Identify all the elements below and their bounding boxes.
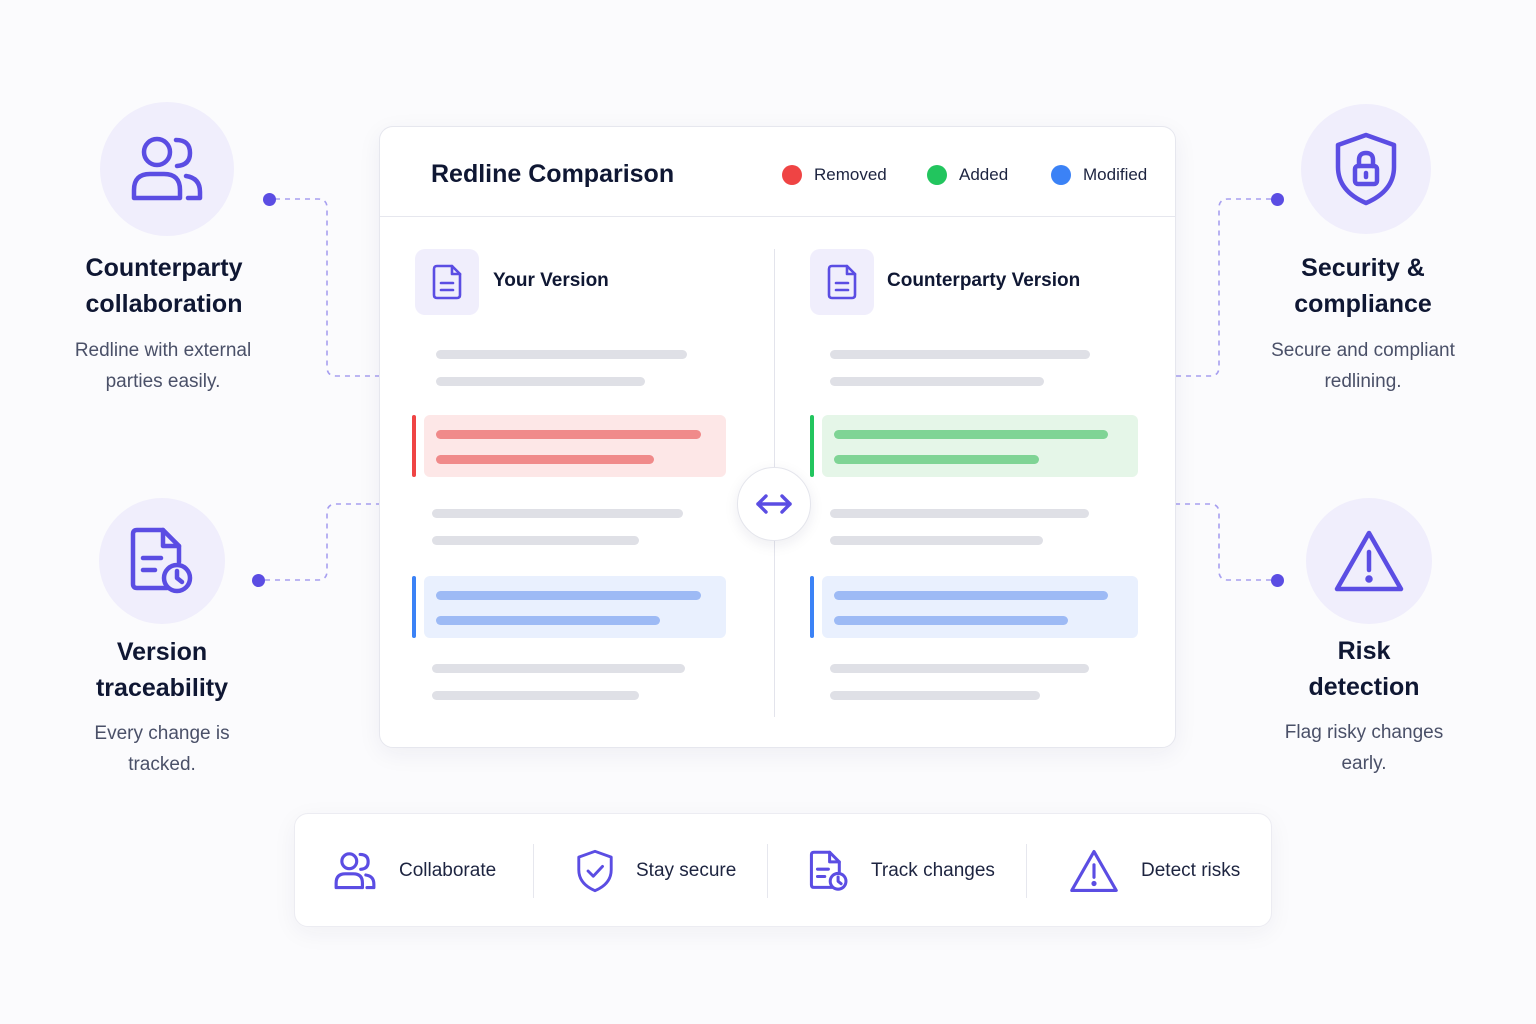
legend-modified: Modified <box>1051 165 1147 185</box>
summary-track-label: Track changes <box>871 860 995 881</box>
summary-secure: Stay secure <box>576 814 736 928</box>
removed-line <box>436 455 654 464</box>
connector-traceability <box>265 503 379 581</box>
text-line-placeholder <box>830 350 1090 359</box>
connector-dot <box>1271 193 1284 206</box>
connector-dot <box>1271 574 1284 587</box>
connector-risk <box>1176 503 1271 581</box>
feature-title-collaboration: Counterparty collaboration <box>85 254 243 318</box>
removed-block <box>424 415 726 477</box>
warning-icon <box>1070 849 1118 893</box>
added-line <box>834 455 1039 464</box>
feature-title-traceability: Version traceability <box>95 638 228 702</box>
document-icon <box>432 264 462 300</box>
feature-desc-traceability: Every change is tracked. <box>94 723 230 775</box>
compare-swap-button[interactable] <box>737 467 811 541</box>
users-icon <box>131 136 203 201</box>
summary-risks-label: Detect risks <box>1141 860 1241 881</box>
legend-added: Added <box>927 165 1008 185</box>
counterparty-version-title: Counterparty Version <box>887 270 1081 291</box>
text-line-placeholder <box>830 536 1043 545</box>
added-block <box>822 415 1138 477</box>
removed-marker <box>412 415 416 477</box>
traceability-icon-circle <box>99 498 225 624</box>
your-version-doc-tile <box>415 249 479 315</box>
document-icon <box>827 264 857 300</box>
summary-track: Track changes <box>809 814 995 928</box>
document-clock-icon <box>809 850 848 891</box>
summary-risks: Detect risks <box>1069 814 1240 928</box>
warning-icon <box>1334 530 1404 592</box>
modified-line <box>436 591 701 600</box>
feature-desc-security: Secure and compliant redlining. <box>1271 340 1455 392</box>
text-line-placeholder <box>436 350 687 359</box>
shield-lock-icon <box>1335 132 1397 206</box>
redline-comparison-card: Redline Comparison Removed Added Modifie… <box>379 126 1176 748</box>
modified-dot-icon <box>1051 165 1071 185</box>
feature-title-risk: Risk detection <box>1308 637 1420 701</box>
modified-marker <box>810 576 814 638</box>
users-icon <box>334 852 376 890</box>
added-marker <box>810 415 814 477</box>
summary-collaborate: Collaborate <box>333 814 496 928</box>
text-line-placeholder <box>830 664 1089 673</box>
card-title: Redline Comparison <box>431 160 675 188</box>
text-line-placeholder <box>830 509 1089 518</box>
modified-block <box>424 576 726 638</box>
connector-dot <box>252 574 265 587</box>
separator <box>1026 844 1027 898</box>
shield-check-icon <box>577 849 613 893</box>
summary-collaborate-label: Collaborate <box>399 860 497 881</box>
feature-title-security: Security & compliance <box>1294 254 1432 318</box>
counterparty-version-doc-tile <box>810 249 874 315</box>
legend-removed-label: Removed <box>814 165 887 184</box>
modified-line <box>834 616 1068 625</box>
separator <box>767 844 768 898</box>
text-line-placeholder <box>432 536 639 545</box>
document-clock-icon <box>130 527 193 594</box>
legend-modified-label: Modified <box>1083 165 1148 184</box>
feature-summary-bar: Collaborate Stay secure Track changes <box>294 813 1272 927</box>
connector-dot <box>263 193 276 206</box>
your-version-title: Your Version <box>493 270 609 291</box>
text-line-placeholder <box>830 377 1044 386</box>
added-dot-icon <box>927 165 947 185</box>
modified-marker <box>412 576 416 638</box>
summary-secure-label: Stay secure <box>636 860 737 881</box>
removed-dot-icon <box>782 165 802 185</box>
text-line-placeholder <box>432 509 683 518</box>
removed-line <box>436 430 701 439</box>
modified-line <box>834 591 1108 600</box>
modified-line <box>436 616 660 625</box>
separator <box>533 844 534 898</box>
text-line-placeholder <box>432 691 639 700</box>
legend-removed: Removed <box>782 165 887 185</box>
arrows-left-right-icon <box>756 494 792 514</box>
legend-added-label: Added <box>959 165 1009 184</box>
connector-collaboration <box>275 198 379 377</box>
collaboration-icon-circle <box>100 102 234 236</box>
feature-desc-risk: Flag risky changes early. <box>1284 722 1444 774</box>
card-header: Redline Comparison Removed Added Modifie… <box>380 127 1175 217</box>
text-line-placeholder <box>830 691 1040 700</box>
added-line <box>834 430 1108 439</box>
feature-desc-collaboration: Redline with external parties easily. <box>74 340 252 392</box>
risk-icon-circle <box>1306 498 1432 624</box>
modified-block <box>822 576 1138 638</box>
text-line-placeholder <box>436 377 645 386</box>
text-line-placeholder <box>432 664 685 673</box>
security-icon-circle <box>1301 104 1431 234</box>
